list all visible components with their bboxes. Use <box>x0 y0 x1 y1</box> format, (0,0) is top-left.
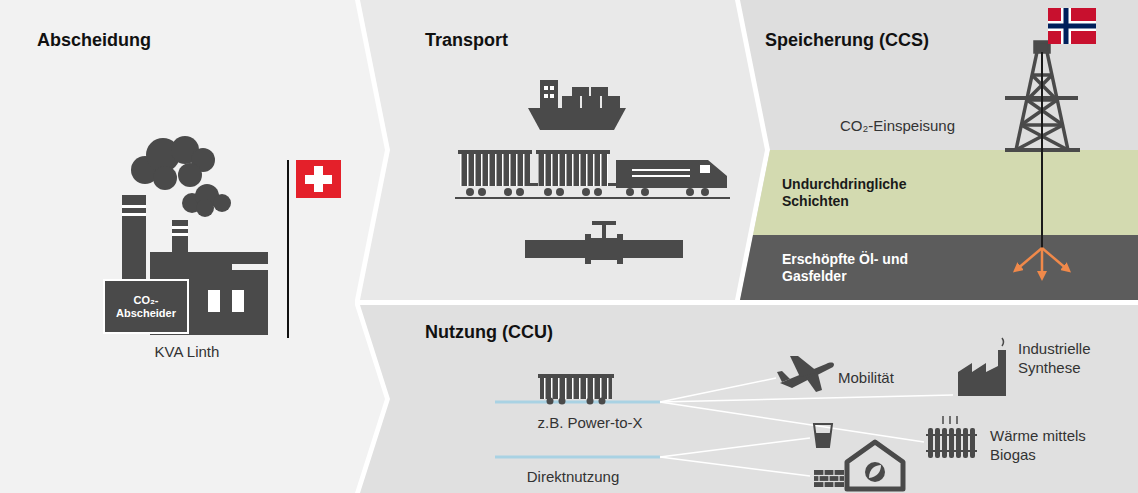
plant-name: KVA Linth <box>137 343 237 362</box>
stage-panel-outline <box>0 0 386 493</box>
stage-panel-fill <box>360 0 765 300</box>
stage-panel-fill <box>0 0 385 493</box>
reservoir-band: Erschöpfte Öl- und Gasfelder <box>740 235 1138 300</box>
rock-layer-band-fill <box>753 150 1138 235</box>
stage-panel-fill <box>740 0 1138 300</box>
node-text: CO₂-Abscheider <box>110 294 182 319</box>
stage-panel-outline <box>360 0 765 300</box>
stage-panel-fill <box>360 305 1138 493</box>
usage-label: Industrielle Synthese <box>1018 340 1128 378</box>
panel-heading: Abscheidung <box>37 30 151 51</box>
node-text: Undurchdringliche Schichten <box>782 176 952 210</box>
path-label: Direktnutzung <box>518 468 628 487</box>
reservoir-band-fill <box>740 235 1138 300</box>
node-text: Erschöpfte Öl- und Gasfelder <box>782 251 952 285</box>
panel-heading: Speicherung (CCS) <box>765 30 929 51</box>
stage-panel: Transport <box>360 0 765 300</box>
path-label: z.B. Power-to-X <box>530 414 650 433</box>
stage-panel: Speicherung (CCS) Undurchdringliche Schic… <box>740 0 1138 300</box>
rock-layer-band: Undurchdringliche Schichten <box>740 150 1138 235</box>
panel-heading: Transport <box>425 30 508 51</box>
usage-label: Mobilität <box>838 369 894 388</box>
stage-panel: Nutzung (CCU) <box>360 305 1138 493</box>
panel-heading: Nutzung (CCU) <box>425 322 553 343</box>
usage-label: Wärme mittels Biogas <box>990 427 1108 465</box>
stage-panel: AbscheidungCO₂-Abscheider <box>0 0 386 493</box>
process-label: CO₂-Einspeisung <box>840 117 955 136</box>
capture-unit-box: CO₂-Abscheider <box>103 279 189 334</box>
